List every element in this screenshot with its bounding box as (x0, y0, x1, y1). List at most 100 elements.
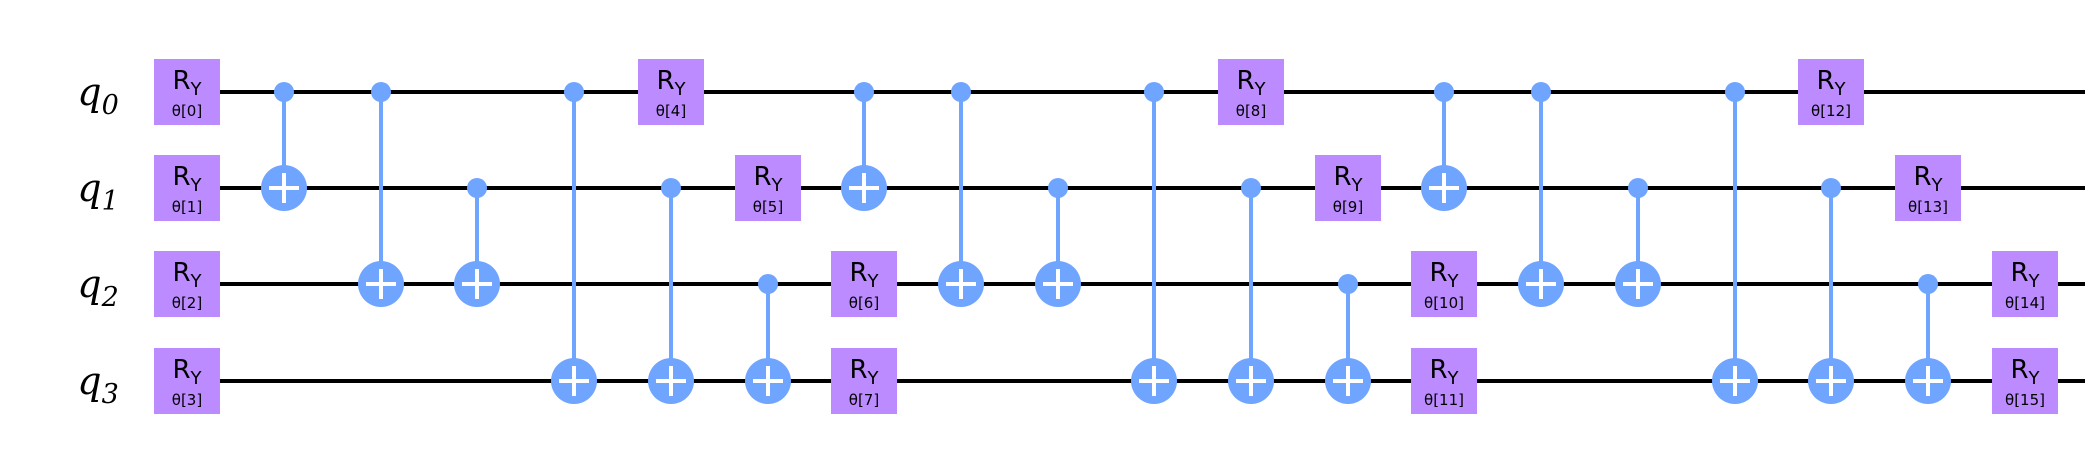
cnot-control-dot (274, 82, 294, 102)
ry-gate-box (1895, 155, 1961, 221)
ry-gate-name: R (172, 162, 190, 192)
cnot-control-dot (1821, 178, 1841, 198)
cnot-control-dot (1531, 82, 1551, 102)
cnot-control-dot (854, 82, 874, 102)
ry-gate-subscript: Y (2028, 368, 2041, 389)
ry-gate-name: R (172, 258, 190, 288)
qubit-label-index: 2 (101, 282, 119, 313)
qubit-label-base: q (77, 70, 101, 114)
ry-gate: RYθ[8] (1218, 59, 1284, 125)
ry-gate-box (1218, 59, 1284, 125)
cnot-control-dot (564, 82, 584, 102)
ry-gate-box (154, 155, 220, 221)
ry-gate-name: R (1236, 66, 1254, 96)
qubit-label-1: q1 (77, 166, 119, 217)
ry-gate: RYθ[9] (1315, 155, 1381, 221)
ry-gate-label: RY (172, 162, 202, 196)
ry-gate: RYθ[6] (831, 251, 897, 317)
ry-gate: RY θ[4] (638, 59, 704, 125)
cnot-control-dot (1918, 274, 1938, 294)
ry-gate: RYθ[0] (154, 59, 220, 125)
ry-gate-label: RY (849, 355, 879, 389)
cnot-gate (1712, 82, 1758, 404)
ry-gate-parameter: θ[5] (753, 198, 783, 216)
ry-gate-subscript: Y (190, 79, 203, 100)
qubit-label-base: q (77, 359, 101, 403)
cnot-control-dot (1628, 178, 1648, 198)
ry-gate-name: R (753, 162, 771, 192)
ry-gate-subscript: Y (1351, 175, 1364, 196)
ry-gate: RYθ[13] (1895, 155, 1961, 221)
ry-gate-parameter: θ[13] (1908, 198, 1948, 216)
ry-gate-parameter: θ[14] (2005, 294, 2045, 312)
ry-gate-subscript: Y (867, 368, 880, 389)
ry-gate-parameter: θ[3] (172, 391, 202, 409)
qubit-label-2: q2 (77, 262, 119, 313)
cnot-control-dot (1241, 178, 1261, 198)
ry-gate-subscript: Y (2028, 271, 2041, 292)
ry-gate-box (735, 155, 801, 221)
ry-gate-parameter: θ[1] (172, 198, 202, 216)
cnot-gate (1518, 82, 1564, 307)
ry-gate-box (638, 59, 704, 125)
cnot-gate (1615, 178, 1661, 307)
ry-gate-box (1798, 59, 1864, 125)
ry-gate-label: RY (1429, 258, 1459, 292)
ry-gate-parameter: θ[4] (656, 102, 686, 120)
ry-gate-subscript: Y (190, 368, 203, 389)
cnot-control-dot (1725, 82, 1745, 102)
ry-gate: RYθ[10] (1411, 251, 1477, 317)
cnot-control-dot (661, 178, 681, 198)
ry-gate-label: RY (1429, 355, 1459, 389)
ry-gate-name: R (656, 66, 674, 96)
ry-gate-name: R (849, 355, 867, 385)
qubit-label-index: 3 (102, 379, 119, 410)
ry-gate-parameter: θ[15] (2005, 391, 2045, 409)
ry-gate: RYθ[3] (154, 348, 220, 414)
ry-gate: RYθ[11] (1411, 348, 1477, 414)
ry-gate-box (1992, 348, 2058, 414)
ry-gate-name: R (2010, 258, 2028, 288)
cnot-gate (261, 82, 307, 211)
ry-gate-label: RY (2010, 258, 2040, 292)
ry-gate-name: R (2010, 355, 2028, 385)
ry-gate-label: RY (1816, 66, 1846, 100)
ry-gate: RYθ[5] (735, 155, 801, 221)
cnot-gate (1421, 82, 1467, 211)
cnot-control-dot (467, 178, 487, 198)
ry-gate-name: R (1429, 258, 1447, 288)
ry-gate-box (154, 59, 220, 125)
ry-gate: RYθ[2] (154, 251, 220, 317)
ry-gate-parameter: θ[7] (849, 391, 879, 409)
ry-gate-label: RY (2010, 355, 2040, 389)
cnot-control-dot (1434, 82, 1454, 102)
cnot-control-dot (1338, 274, 1358, 294)
ry-gate-name: R (1913, 162, 1931, 192)
cnot-gate (648, 178, 694, 404)
cnot-gate (358, 82, 404, 307)
cnot-gate (1905, 274, 1951, 404)
cnot-control-dot (951, 82, 971, 102)
ry-gate-subscript: Y (190, 271, 203, 292)
ry-gate-parameter: θ[12] (1811, 102, 1851, 120)
qubit-label-index: 0 (102, 90, 119, 121)
cnot-gate (1131, 82, 1177, 404)
ry-gate-box (1992, 251, 2058, 317)
ry-gate-subscript: Y (1447, 271, 1460, 292)
ry-gate: RYθ[15] (1992, 348, 2058, 414)
ry-gate-parameter: θ[2] (172, 294, 202, 312)
ry-gate-name: R (172, 355, 190, 385)
ry-gate-name: R (1816, 66, 1834, 96)
ry-gate-parameter: θ[9] (1333, 198, 1363, 216)
ry-gate-name: R (849, 258, 867, 288)
ry-gate-name: R (1429, 355, 1447, 385)
ry-gate-subscript: Y (771, 175, 784, 196)
cnot-gate (551, 82, 597, 404)
ry-gate-label: RY (656, 66, 686, 100)
cnot-gate (1035, 178, 1081, 307)
cnot-gate (1228, 178, 1274, 404)
cnot-control-dot (371, 82, 391, 102)
ry-gate-label: RY (1236, 66, 1266, 100)
qubit-label-3: q3 (77, 359, 119, 410)
